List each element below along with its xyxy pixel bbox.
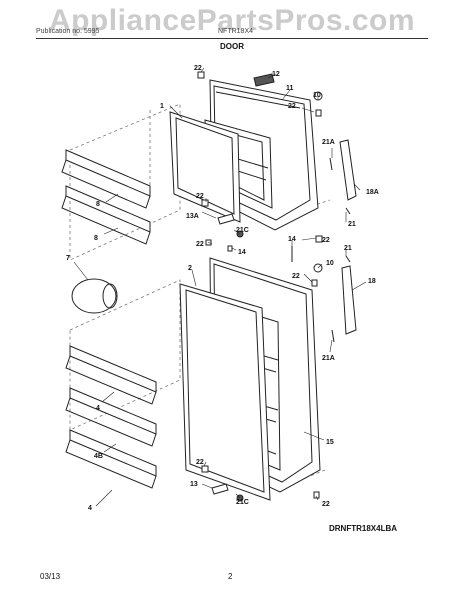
page-title: DOOR (220, 42, 244, 51)
header-model-series: NFTR18X4 (218, 28, 254, 35)
callout-8: 8 (94, 235, 98, 242)
callout-22: 22 (196, 241, 204, 248)
callout-22: 22 (292, 273, 300, 280)
callout-14: 14 (238, 249, 246, 256)
callout-10: 10 (326, 260, 334, 267)
freezer-door-shelf-lower (61, 185, 151, 245)
callout-21: 21 (348, 221, 356, 228)
watermark-logo: AppliancePartsPros.com (48, 4, 416, 37)
callout-22: 22 (288, 103, 296, 110)
callout-22: 22 (322, 501, 330, 508)
callout-22: 22 (194, 65, 202, 72)
callout-8: 8 (96, 201, 100, 208)
egg-bucket (71, 278, 118, 314)
footer-date: 03/13 (40, 572, 61, 581)
callout-4: 4 (88, 505, 92, 512)
fresh-food-shelf-1 (65, 345, 157, 405)
callout-18a: 18A (366, 189, 379, 196)
freezer-door-shelf-upper (61, 149, 151, 209)
footer-page-number: 2 (228, 572, 233, 581)
callout-2: 2 (188, 265, 192, 272)
callout-14: 14 (288, 236, 296, 243)
part-callouts: 22 12 11 1 22 10 21A 18A 8 8 22 13A 21C … (66, 65, 379, 512)
small-hardware-parts (197, 71, 351, 502)
callout-21c: 21C (236, 227, 249, 234)
model-code: DRNFTR18X4LBA (329, 524, 398, 533)
callout-11: 11 (286, 85, 294, 92)
callout-21a: 21A (322, 139, 335, 146)
header-publication: Publication no. 5995 (36, 28, 100, 35)
callout-1: 1 (160, 103, 164, 110)
freezer-handle (339, 139, 357, 201)
callout-4b: 4B (94, 453, 103, 460)
callout-18: 18 (368, 278, 376, 285)
callout-13a: 13A (186, 213, 199, 220)
fresh-food-shelf-3 (65, 429, 157, 489)
callout-22: 22 (196, 459, 204, 466)
callout-10: 10 (313, 92, 321, 99)
callout-7: 7 (66, 255, 70, 262)
freezer-door-gasket (169, 111, 241, 223)
header-rule (36, 38, 428, 39)
callout-22: 22 (196, 193, 204, 200)
callout-21a: 21A (322, 355, 335, 362)
callout-15: 15 (326, 439, 334, 446)
fresh-food-handle (341, 265, 357, 335)
fresh-food-shelf-2 (65, 387, 157, 447)
callout-21: 21 (344, 245, 352, 252)
callout-21c: 21C (236, 499, 249, 506)
fresh-food-door-gasket (179, 283, 271, 501)
callout-22: 22 (322, 237, 330, 244)
callout-13: 13 (190, 481, 198, 488)
leader-lines (73, 67, 367, 507)
callout-12: 12 (272, 71, 280, 78)
callout-4: 4 (96, 405, 100, 412)
